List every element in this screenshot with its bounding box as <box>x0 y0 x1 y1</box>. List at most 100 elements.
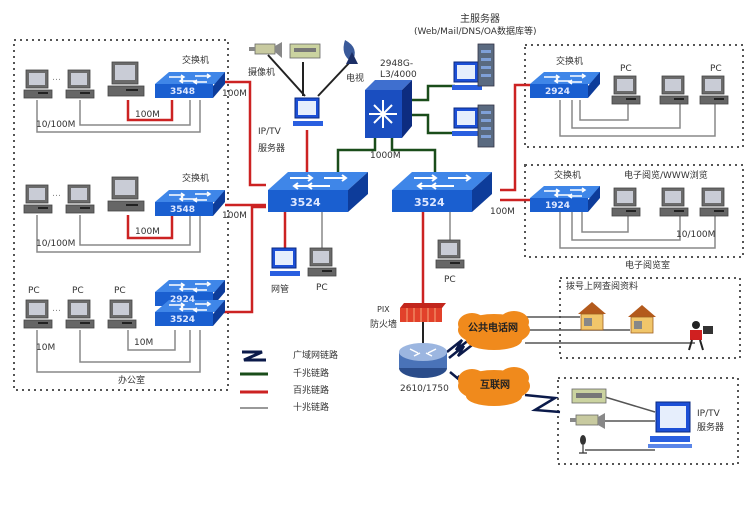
reading-switch-model: 1924 <box>545 201 571 211</box>
office-caption: 办公室 <box>118 376 146 386</box>
main-server-pc-1 <box>451 61 483 91</box>
office1-pc-link: 10/100M <box>36 120 76 130</box>
core-switch-label-1: 2948G- <box>380 59 414 69</box>
remote-iptv-label-2: 服务器 <box>697 423 725 433</box>
iptv-top-label-1: IP/TV <box>258 127 281 137</box>
dist-right-uplink: 100M <box>490 207 515 217</box>
dialup-title: 拨号上网查阅资料 <box>566 282 639 292</box>
ellipsis: … <box>52 304 61 314</box>
reading-room-box <box>524 164 744 258</box>
microphone-icon <box>579 435 587 454</box>
main-server-title: 主服务器 <box>460 14 500 25</box>
reading-room-links <box>559 212 716 249</box>
switch-model-2924-office: 2924 <box>170 295 196 305</box>
right-pc-2 <box>659 75 689 105</box>
reading-pc-2 <box>659 187 689 217</box>
dist-left-model: 3524 <box>290 196 321 209</box>
tv-box-icon <box>289 43 321 59</box>
reading-pc-1 <box>611 187 641 217</box>
reading-room-caption: 电子阅览室 <box>625 261 671 271</box>
office-group2-links <box>36 203 266 253</box>
remote-iptv-label-1: IP/TV <box>697 409 720 419</box>
remote-tv-box-icon <box>571 388 607 404</box>
main-server-rack-1 <box>477 43 495 87</box>
right-top-links <box>559 100 716 137</box>
office1-uplink: 100M <box>222 89 247 99</box>
switch-caption-1: 交换机 <box>182 56 210 66</box>
router-model: 2610/1750 <box>400 384 449 394</box>
office3-pc-link: 10M <box>36 343 56 353</box>
netmgmt-label: 网管 <box>271 285 290 295</box>
remote-iptv-box <box>557 377 739 465</box>
office-group1-links <box>36 80 266 187</box>
switch-caption-2: 交换机 <box>182 174 210 184</box>
office-pc-3a <box>23 299 53 329</box>
iptv-top-label-2: 服务器 <box>258 144 286 154</box>
right-switch-caption: 交换机 <box>556 57 584 67</box>
reading-pc-link: 10/100M <box>676 230 716 240</box>
remote-user-icon <box>688 321 713 351</box>
dialup-links <box>525 316 695 344</box>
reading-switch-caption: 交换机 <box>554 171 582 181</box>
core-link-label: 1000M <box>370 151 401 161</box>
dist-right-links <box>421 83 532 345</box>
remote-iptv-links <box>585 396 656 451</box>
office-pc-2c <box>107 176 145 212</box>
switch-model-1: 3548 <box>170 87 196 97</box>
camera-label: 摄像机 <box>248 68 276 78</box>
iptv-server-top <box>292 97 324 127</box>
main-server-subtitle: (Web/Mail/DNS/OA数据库等) <box>414 27 537 37</box>
tv-label: 电视 <box>346 74 365 84</box>
dist-right-pc-label: PC <box>444 275 456 285</box>
right-pc-label-1: PC <box>620 64 632 74</box>
ellipsis: … <box>52 189 61 199</box>
office-pc-2a <box>23 184 53 214</box>
legend-ten-label: 十兆链路 <box>293 403 330 413</box>
office1-inner-link: 100M <box>135 110 160 120</box>
main-server-rack-2 <box>477 104 495 148</box>
office2-pc-link: 10/100M <box>36 239 76 249</box>
office2-uplink: 100M <box>222 211 247 221</box>
ellipsis: … <box>52 73 61 83</box>
remote-iptv-server <box>648 401 692 448</box>
office3-pc-label-2: PC <box>72 286 84 296</box>
dist-right-pc <box>435 239 465 269</box>
right-pc-3 <box>699 75 729 105</box>
office3-pc-label-1: PC <box>28 286 40 296</box>
network-mgmt-pc <box>269 247 301 277</box>
dist-right-model: 3524 <box>414 196 445 209</box>
reading-pc-3 <box>699 187 729 217</box>
legend <box>240 350 268 409</box>
remote-camera-icon <box>570 413 605 429</box>
legend-gigabit-label: 千兆链路 <box>293 369 330 379</box>
switch-model-2: 3548 <box>170 205 196 215</box>
satellite-dish-icon <box>343 40 358 64</box>
dialup-group-box <box>559 277 741 359</box>
firewall-label-1: PIX <box>377 305 390 314</box>
office-pc-2b <box>65 184 95 214</box>
firewall-label-2: 防火墙 <box>370 320 398 330</box>
camera-icon <box>249 42 282 58</box>
legend-wan-label: 广域网链路 <box>293 351 339 361</box>
dist-left-links <box>283 212 323 248</box>
core-switch-2948G <box>365 80 412 138</box>
gigabit-links <box>336 84 455 172</box>
office-pc-1b <box>65 69 95 99</box>
pstn-cloud-label: 公共电话网 <box>468 323 518 334</box>
office-group3-links <box>36 205 266 373</box>
office-pc-1a <box>23 69 53 99</box>
office3-inner-link: 10M <box>134 338 154 348</box>
right-top-group-box <box>524 44 744 148</box>
dist-left-pc <box>307 247 337 277</box>
reading-room-title: 电子阅览/WWW浏览 <box>624 171 708 181</box>
office-pc-1c <box>107 61 145 97</box>
office-pc-3b <box>65 299 95 329</box>
office3-pc-label-3: PC <box>114 286 126 296</box>
house-icon-1 <box>577 301 607 331</box>
firewall-icon <box>400 303 446 322</box>
internet-cloud-label: 互联网 <box>480 380 510 391</box>
core-switch-label-2: L3/4000 <box>380 70 417 80</box>
router-icon <box>399 343 447 378</box>
legend-wan-swatch <box>242 350 266 362</box>
